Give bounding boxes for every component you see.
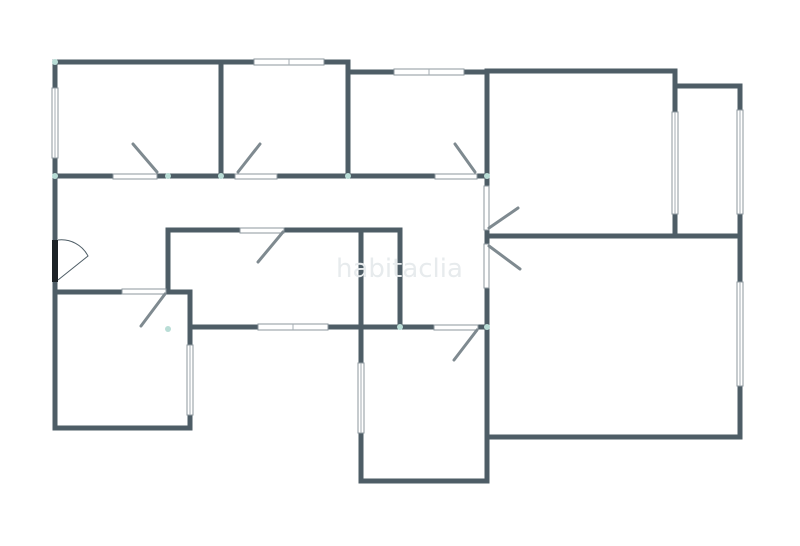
- door-leaf-8: [452, 328, 479, 362]
- walls: [52, 59, 743, 484]
- door-leaf-1: [131, 142, 159, 174]
- door-leaf-4: [487, 206, 520, 230]
- wall-markers: [52, 59, 490, 332]
- doors: [112, 142, 522, 362]
- door-opening-2: [234, 173, 278, 180]
- door-leaf-6: [256, 230, 285, 264]
- door-leaf-3: [453, 142, 477, 174]
- door-opening-3: [434, 173, 478, 180]
- entrance-block: [52, 240, 58, 282]
- door-opening-5: [483, 243, 490, 289]
- windows: [51, 58, 744, 434]
- door-leaf-5: [487, 244, 522, 271]
- door-opening-8: [433, 324, 479, 331]
- entrance-swing-arc: [57, 239, 89, 281]
- door-opening-7: [121, 288, 167, 295]
- door-opening-1: [112, 173, 158, 180]
- entrance-door: [52, 239, 89, 282]
- door-opening-4: [483, 185, 490, 231]
- outer-wall-south-west: [52, 289, 193, 431]
- door-leaf-2: [236, 142, 262, 174]
- door-leaf-7: [139, 292, 167, 328]
- wall-central-room: [165, 227, 403, 330]
- door-opening-6: [239, 227, 285, 234]
